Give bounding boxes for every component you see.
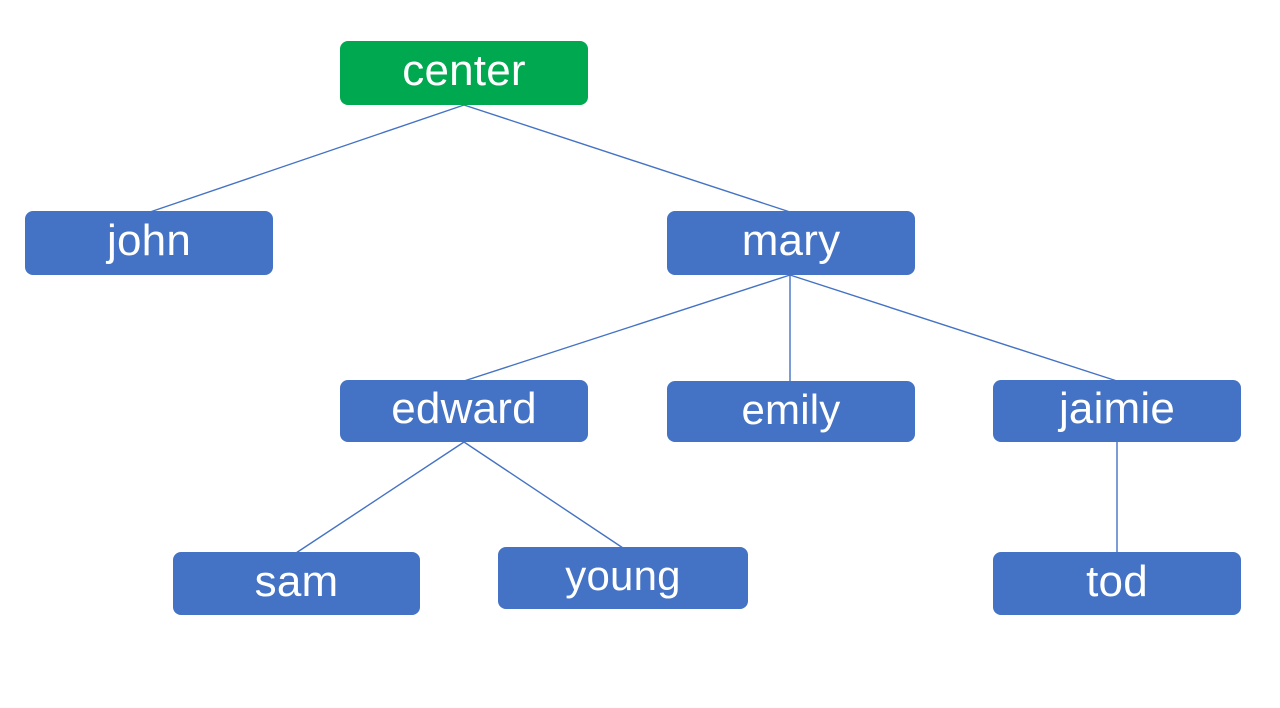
tree-node-center[interactable]: center — [340, 41, 588, 105]
tree-node-label-center: center — [402, 46, 526, 95]
tree-node-label-young: young — [565, 552, 681, 599]
edge-edward-to-sam — [295, 441, 465, 554]
edge-center-to-john — [149, 104, 465, 213]
tree-node-label-jaimie: jaimie — [1058, 384, 1176, 433]
tree-node-young[interactable]: young — [498, 547, 748, 609]
edge-edward-to-young — [463, 441, 624, 549]
tree-node-label-john: john — [107, 216, 191, 265]
tree-node-edward[interactable]: edward — [340, 380, 588, 442]
tree-node-label-edward: edward — [391, 384, 537, 433]
tree-node-jaimie[interactable]: jaimie — [993, 380, 1241, 442]
edge-mary-to-jaimie — [789, 274, 1118, 382]
tree-node-label-tod: tod — [1086, 556, 1148, 606]
tree-node-john[interactable]: john — [25, 211, 273, 275]
tree-node-emily[interactable]: emily — [667, 381, 915, 442]
edge-center-to-mary — [463, 104, 791, 213]
tree-node-tod[interactable]: tod — [993, 552, 1241, 615]
edge-mary-to-edward — [463, 274, 791, 382]
tree-node-label-emily: emily — [741, 385, 841, 433]
tree-node-label-sam: sam — [254, 556, 339, 606]
tree-node-label-mary: mary — [741, 216, 841, 265]
tree-node-sam[interactable]: sam — [173, 552, 420, 615]
tree-node-mary[interactable]: mary — [667, 211, 915, 275]
